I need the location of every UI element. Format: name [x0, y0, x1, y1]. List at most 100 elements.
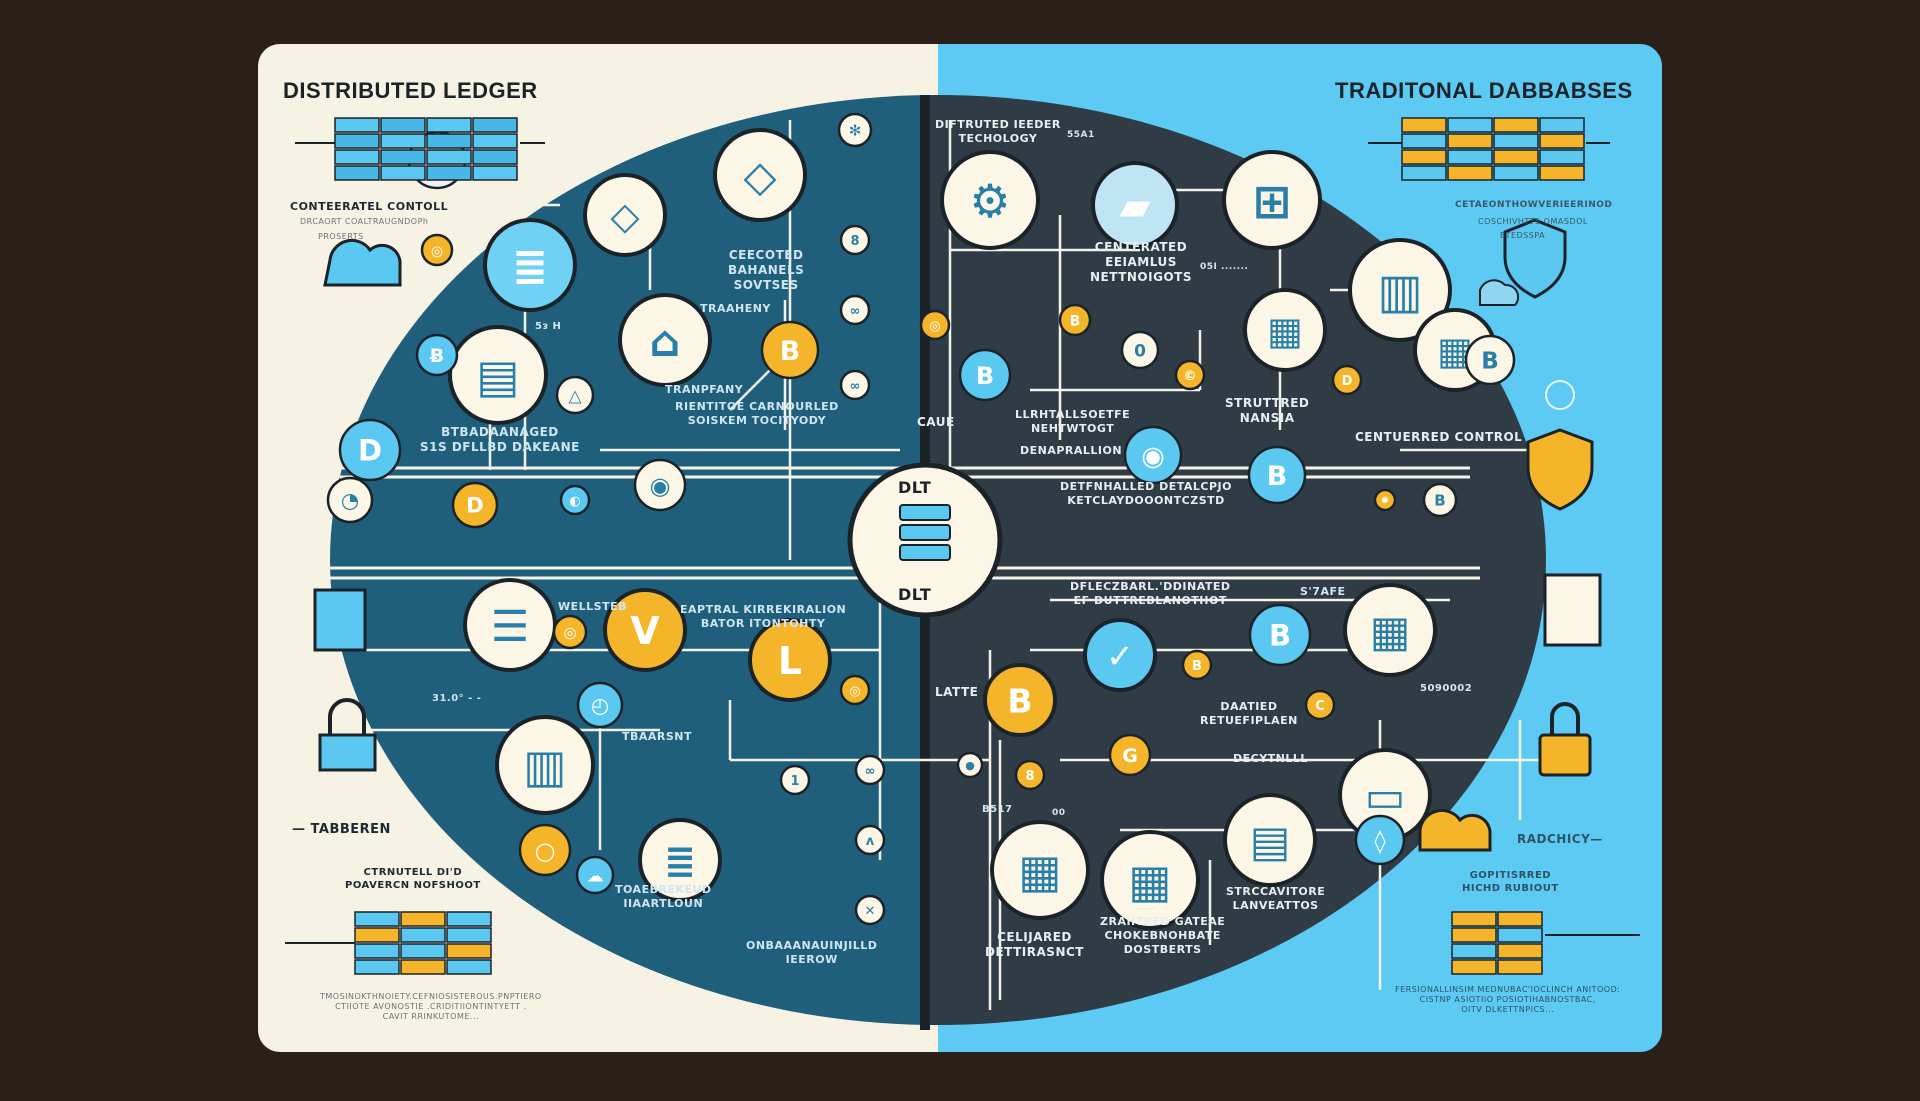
- label-latte: LATTE: [935, 685, 979, 699]
- location-pin-icon-glyph: ◉: [650, 472, 671, 500]
- label-detfnhalled: DETFNHALLED DETALCPJO KETCLAYDOOONTCZSTD: [1060, 480, 1232, 507]
- shield-icon-glyph: D: [358, 434, 382, 468]
- layers-icon-glyph: ▰: [1120, 184, 1151, 230]
- stacked-blocks-icon: [1243, 288, 1327, 372]
- drop-icon-glyph: ◊: [1374, 828, 1386, 854]
- database-table-icon: [1539, 117, 1585, 133]
- coin-icon: [420, 233, 454, 267]
- cloud-icon-glyph: ☁: [587, 866, 604, 886]
- bar-chart-icon: [495, 715, 595, 815]
- triangle-icon-glyph: △: [568, 386, 582, 406]
- sun-icon-glyph: ✹: [1381, 496, 1389, 507]
- label-control: CONTEERATEL CONTOLL: [290, 200, 449, 213]
- label-centerated: CENTERATED EEIAMLUS NETTNOIGOTS: [1090, 240, 1192, 284]
- location-pin-icon: [633, 458, 687, 512]
- label-radchicy: RADCHICY—: [1517, 832, 1603, 846]
- coin-icon-glyph: ○: [535, 837, 556, 865]
- coin-icon-glyph: B: [1070, 313, 1081, 329]
- ledger-table-icon: [446, 959, 492, 975]
- database-table-icon: [1401, 149, 1447, 165]
- coin-icon: [1174, 359, 1206, 391]
- coin-b-icon: [1422, 482, 1458, 518]
- label-centuerred-control: CENTUERRED CONTROL: [1355, 430, 1523, 444]
- cylinder-database-icon: [638, 818, 722, 902]
- clock-icon-glyph: ◐: [569, 494, 580, 509]
- node-icon-glyph: 8: [850, 234, 859, 249]
- coin-icon-glyph: G: [1122, 745, 1138, 767]
- step-1-icon-glyph: 1: [790, 774, 799, 789]
- cube-stack-icon-glyph: ▦: [1370, 607, 1411, 657]
- label-daatied: DAATIED RETUEFIPLAEN: [1200, 700, 1298, 727]
- coin-icon: [919, 309, 951, 341]
- server-rack-icon: [1348, 238, 1452, 342]
- ledger-table-icon: [426, 133, 472, 149]
- ledger-table-icon: [354, 927, 400, 943]
- left-footer-text: TMOSINOKTHNOIETY.CEFNIOSISTEROUS.PNPTIER…: [320, 992, 542, 1021]
- coin-icon-glyph: C: [1315, 699, 1325, 714]
- box-stack-icon-glyph: ▦: [1128, 854, 1171, 908]
- node-icon-glyph: ∞: [865, 764, 876, 779]
- sun-icon: [1373, 488, 1397, 512]
- database-stack-icon-glyph: ▤: [1250, 817, 1291, 867]
- server-stack-icon: [448, 325, 548, 425]
- polyhedron-icon-glyph: ◇: [610, 194, 640, 238]
- database-table-icon: [1493, 117, 1539, 133]
- coin-icon: [839, 674, 871, 706]
- coin-b-icon: [1464, 334, 1516, 386]
- coin-icon: [415, 333, 459, 377]
- disk-icon-glyph: ◉: [1141, 441, 1165, 472]
- padlock-icon: [1538, 733, 1592, 777]
- label-managed: BTBADAANAGED S1S DFLLBD DAKEANE: [420, 425, 580, 454]
- database-table-icon: [1451, 943, 1497, 959]
- database-table-icon: [1401, 117, 1447, 133]
- database-table-icon: [1447, 149, 1493, 165]
- coin-icon-glyph: ◎: [929, 319, 940, 334]
- label-celijared: CELIJARED DETTIRASNCT: [985, 930, 1084, 959]
- database-table-icon: [1497, 927, 1543, 943]
- hub-label-bottom: DLT: [898, 585, 932, 604]
- label-description-sub2: ETEDSSPA: [1500, 231, 1546, 240]
- node-icon: [854, 754, 886, 786]
- pin-icon: [956, 751, 984, 779]
- coin-v-icon: [603, 588, 687, 672]
- coin-icon-glyph: 8: [1025, 769, 1034, 784]
- ledger-table-icon: [472, 117, 518, 133]
- database-icon: [483, 218, 577, 312]
- coin-b-icon-glyph: B: [1007, 681, 1032, 720]
- ledger-table-icon: [380, 117, 426, 133]
- label-num-2: 31.0° - -: [432, 693, 482, 704]
- gear-icon: [940, 150, 1040, 250]
- network-pipe-icon-glyph: ⊞: [1253, 174, 1292, 228]
- ledger-table-icon: [354, 943, 400, 959]
- ledger-table-icon: [446, 911, 492, 927]
- coin-icon: [1331, 364, 1363, 396]
- coin-b-icon-glyph: B: [1269, 619, 1291, 653]
- ledger-table-icon: [446, 927, 492, 943]
- server-blocks-icon: [990, 820, 1090, 920]
- label-description: CETAEONTHOWVERIEERINOD: [1455, 200, 1613, 210]
- node-icon: [839, 294, 871, 326]
- cloud-icon: [575, 855, 615, 895]
- label-wellsteb: WELLSTEB: [558, 600, 627, 613]
- database-table-icon: [1539, 133, 1585, 149]
- label-num-r1: 55A1: [1067, 130, 1095, 140]
- coin-d-icon: [451, 481, 499, 529]
- label-lrhtall: LLRHTALLSOETFE NEHTWTOGT: [1015, 408, 1131, 435]
- label-toaebrekeud: TOAEBREKEUD IIAARTLOUN: [615, 883, 712, 910]
- database-table-icon: [1447, 165, 1493, 181]
- coin-icon-glyph: ©: [1184, 369, 1197, 384]
- right-footer-text: FERSIONALLINSIM MEDNUBAC'IOCLINCH ANITOO…: [1395, 985, 1621, 1014]
- label-structured: STRUTTRED NANSIA: [1225, 396, 1310, 425]
- stacked-blocks-icon-glyph: ▦: [1267, 309, 1303, 353]
- database-table-icon: [1447, 117, 1493, 133]
- coin-d-icon-glyph: D: [466, 494, 483, 518]
- ledger-table-icon: [334, 117, 380, 133]
- label-coordinated: DFLECZBARL.'DDINATED EF DUTTREBLANOTHOT: [1070, 580, 1231, 607]
- coin-icon: [552, 614, 588, 650]
- ledger-table-icon: [472, 165, 518, 181]
- ledger-table-icon: [400, 959, 446, 975]
- coin-icon-glyph: ◎: [431, 243, 443, 259]
- label-selected: CEECOTED BAHANELS SOVTSES: [728, 248, 805, 292]
- label-transparency-1: TRAAHENY: [700, 302, 771, 315]
